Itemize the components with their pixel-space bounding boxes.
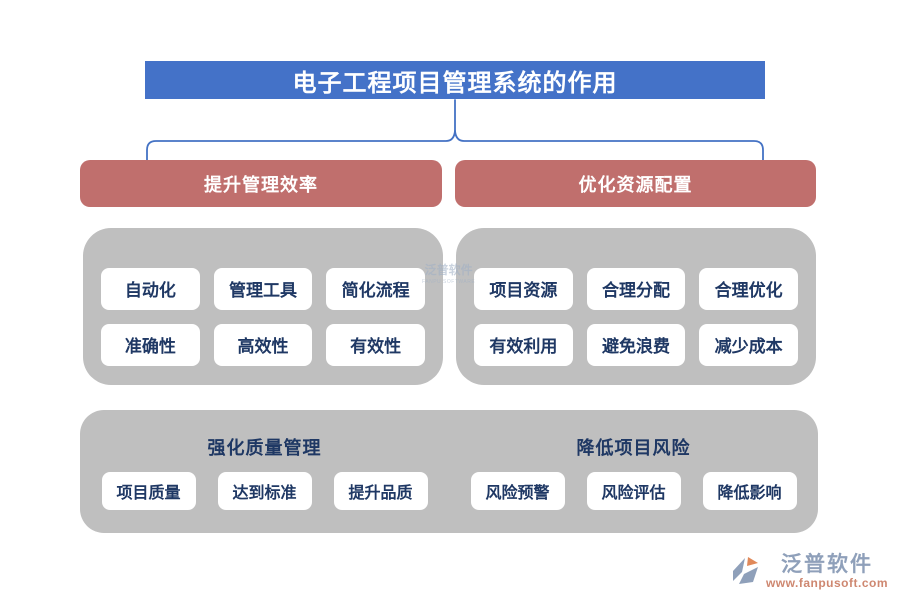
pill: 提升品质: [333, 471, 428, 510]
pill: 项目质量: [101, 471, 196, 510]
pill: 降低影响: [702, 471, 797, 510]
pill-label: 避免浪费: [602, 337, 670, 356]
pill-label: 达到标准: [232, 484, 297, 502]
pill-label: 风险评估: [601, 484, 666, 502]
pill-row: 风险预警 风险评估 降低影响: [461, 471, 806, 510]
pill: 合理优化: [699, 267, 799, 310]
pill-label: 减少成本: [714, 337, 783, 356]
panel-efficiency: 自动化 管理工具 简化流程 准确性 高效性 有效性: [83, 228, 443, 385]
pill-label: 有效利用: [489, 337, 558, 356]
diagram-title-bar: 电子工程项目管理系统的作用: [145, 61, 765, 99]
pill-label: 项目质量: [116, 484, 181, 502]
pill: 准确性: [101, 323, 200, 366]
pill-row: 项目质量 达到标准 提升品质: [92, 471, 437, 510]
panel-resources: 项目资源 合理分配 合理优化 有效利用 避免浪费 减少成本: [456, 228, 816, 385]
diagram-title: 电子工程项目管理系统的作用: [292, 69, 618, 97]
pill-label: 项目资源: [489, 281, 558, 300]
pill-label: 合理分配: [602, 281, 670, 300]
pill-label: 高效性: [237, 337, 289, 356]
section-quality: 强化质量管理 项目质量 达到标准 提升品质: [80, 410, 449, 533]
pill: 简化流程: [326, 267, 426, 310]
pill: 项目资源: [474, 267, 573, 310]
pill-label: 准确性: [124, 337, 176, 356]
section-risk: 降低项目风险 风险预警 风险评估 降低影响: [449, 410, 818, 533]
pill: 避免浪费: [586, 323, 686, 366]
pill-label: 有效性: [350, 337, 402, 356]
pill: 高效性: [213, 323, 313, 366]
watermark-subtext: FANPU SOFTWARE: [422, 279, 476, 285]
brand-text-block: 泛普软件 www.fanpusoft.com: [765, 553, 888, 591]
pill-label: 自动化: [124, 281, 176, 300]
pill: 自动化: [101, 267, 200, 310]
pill-label: 合理优化: [714, 281, 783, 300]
brand-name: 泛普软件: [780, 553, 873, 576]
pill-label: 简化流程: [341, 281, 410, 300]
pill-row: 有效利用 避免浪费 减少成本: [474, 323, 799, 366]
fanpu-logo-icon: [732, 557, 758, 584]
watermark-text: 泛普软件: [424, 263, 473, 277]
pill: 有效利用: [474, 323, 573, 366]
pill: 风险评估: [586, 471, 681, 510]
pill: 减少成本: [699, 323, 799, 366]
pill: 合理分配: [586, 267, 686, 310]
pill: 有效性: [326, 323, 426, 366]
brand-footer: 泛普软件 www.fanpusoft.com: [730, 554, 888, 590]
panel-bottom: 强化质量管理 项目质量 达到标准 提升品质 降低项目风险 风险预警 风险评估 降…: [80, 410, 818, 533]
pill-label: 风险预警: [485, 484, 550, 502]
pill-row: 准确性 高效性 有效性: [101, 323, 426, 366]
pill-label: 降低影响: [717, 484, 782, 502]
section-heading: 降低项目风险: [576, 437, 691, 458]
pill-row: 项目资源 合理分配 合理优化: [474, 267, 799, 310]
brand-url: www.fanpusoft.com: [765, 576, 888, 590]
branch-header-resources: 优化资源配置: [455, 160, 816, 207]
branch-header-label: 优化资源配置: [578, 174, 693, 195]
pill: 达到标准: [217, 471, 312, 510]
pill-label: 管理工具: [229, 281, 297, 300]
section-heading: 强化质量管理: [207, 437, 322, 458]
branch-header-label: 提升管理效率: [204, 174, 318, 195]
pill: 管理工具: [213, 267, 313, 310]
pill-label: 提升品质: [348, 484, 413, 502]
watermark: 泛普软件 FANPU SOFTWARE: [422, 264, 475, 288]
pill: 风险预警: [470, 471, 565, 510]
pill-row: 自动化 管理工具 简化流程: [101, 267, 426, 310]
branch-header-efficiency: 提升管理效率: [80, 160, 442, 207]
